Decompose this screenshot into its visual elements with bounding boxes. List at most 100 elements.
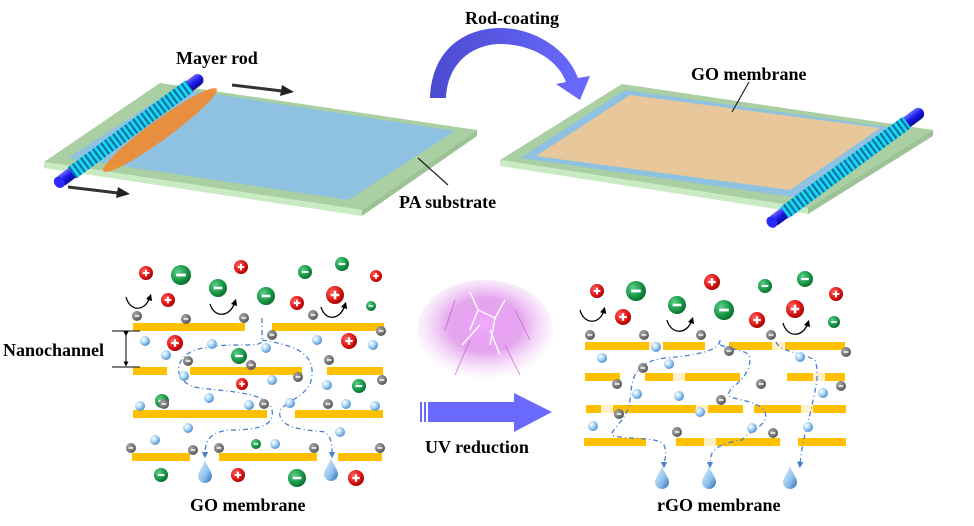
- water-molecule-icon: [795, 352, 805, 362]
- fixed-charge-icon: [132, 311, 142, 321]
- fixed-charge-icon: [696, 330, 706, 340]
- go-rejection-arrows: [125, 293, 348, 318]
- substrate-plate-right-side: [808, 130, 933, 214]
- nanosheet: [272, 323, 384, 331]
- sheet-defect: [601, 405, 613, 413]
- fixed-charge-icon: [188, 445, 198, 455]
- go-membrane-top-label: GO membrane: [691, 64, 807, 84]
- nanosheet: [754, 405, 846, 413]
- nanosheet: [585, 342, 649, 350]
- water-molecule-icon: [803, 422, 813, 432]
- cation-icon: [749, 312, 765, 328]
- water-molecule-icon: [150, 435, 160, 445]
- motion-arrow-top: [231, 83, 294, 96]
- anion-icon: [257, 287, 275, 305]
- fixed-charge-icon: [309, 443, 319, 453]
- water-molecule-icon: [183, 423, 193, 433]
- water-molecule-icon: [368, 340, 378, 350]
- nanosheet: [585, 373, 620, 381]
- cation-icon: [341, 333, 357, 349]
- fixed-charge-icon: [716, 395, 726, 405]
- fixed-charge-icon: [183, 356, 193, 366]
- fixed-charge-icon: [376, 326, 386, 336]
- rgo-rejection-arrows: [579, 306, 811, 335]
- nanosheet: [295, 410, 383, 418]
- cation-icon: [370, 270, 382, 282]
- rgo-membrane-label: rGO membrane: [657, 495, 781, 515]
- anion-icon: [298, 265, 312, 279]
- fixed-charge-icon: [126, 443, 136, 453]
- water-droplet-icon: [702, 466, 716, 489]
- cation-icon: [290, 296, 304, 310]
- cation-icon: [615, 309, 631, 325]
- fixed-charge-icon: [756, 379, 766, 389]
- rgo-flow-paths: [611, 339, 818, 469]
- fixed-charge-icon: [836, 381, 846, 391]
- nanosheet: [586, 405, 654, 413]
- water-molecule-icon: [140, 336, 150, 346]
- water-molecule-icon: [285, 398, 295, 408]
- anion-icon: [797, 271, 813, 287]
- uv-reduction-label: UV reduction: [425, 437, 529, 457]
- water-molecule-icon: [161, 350, 171, 360]
- anion-icon: [626, 281, 646, 301]
- water-molecule-icon: [270, 439, 280, 449]
- fixed-charge-icon: [841, 347, 851, 357]
- cation-icon: [348, 470, 364, 486]
- go-membrane-panel: [500, 81, 933, 228]
- fixed-charge-icon: [766, 330, 776, 340]
- fixed-charge-icon: [246, 360, 256, 370]
- go-membrane-pointer: [731, 81, 750, 113]
- water-droplet-icon: [783, 466, 797, 489]
- nanosheet: [190, 367, 302, 375]
- water-molecule-icon: [818, 388, 828, 398]
- fixed-charge-icon: [585, 330, 595, 340]
- water-molecule-icon: [588, 421, 598, 431]
- substrate-plate-side: [362, 130, 477, 216]
- sheet-defect: [813, 373, 825, 381]
- mayer-rod-label: Mayer rod: [176, 48, 258, 68]
- water-molecule-icon: [207, 339, 217, 349]
- water-droplet-icon: [324, 458, 338, 481]
- water-molecule-icon: [267, 375, 277, 385]
- nanosheet: [133, 323, 245, 331]
- pa-substrate-label: PA substrate: [399, 192, 497, 212]
- anion-icon: [231, 348, 247, 364]
- fixed-charge-icon: [159, 399, 169, 409]
- fixed-charge-icon: [672, 427, 682, 437]
- water-molecule-icon: [135, 401, 145, 411]
- anion-icon: [251, 439, 261, 449]
- rod-coating-arrow: [430, 28, 590, 100]
- sheet-defect: [704, 438, 716, 446]
- mayer-rod: [53, 74, 204, 189]
- anion-icon: [209, 279, 227, 297]
- fixed-charge-icon: [724, 346, 734, 356]
- water-droplet-icon: [198, 460, 212, 483]
- fixed-charge-icon: [239, 313, 249, 323]
- water-molecule-icon: [335, 427, 345, 437]
- fixed-charge-icon: [639, 330, 649, 340]
- water-molecule-icon: [312, 335, 322, 345]
- pa-substrate-pointer: [417, 157, 449, 186]
- water-molecule-icon: [261, 343, 271, 353]
- anion-icon: [668, 296, 686, 314]
- nanosheet: [132, 453, 190, 461]
- water-molecule-icon: [322, 380, 332, 390]
- nanosheet: [645, 373, 740, 381]
- fixed-charge-icon: [377, 375, 387, 385]
- motion-arrow-bottom: [67, 185, 130, 198]
- substrate-plate-right-edge: [500, 160, 808, 214]
- fixed-charge-icon: [324, 355, 334, 365]
- cation-icon: [829, 287, 843, 301]
- water-molecule-icon: [244, 400, 254, 410]
- cation-icon: [161, 293, 175, 307]
- fixed-charge-icon: [293, 372, 303, 382]
- nanosheet: [663, 342, 705, 350]
- fixed-charge-icon: [375, 443, 385, 453]
- pa-substrate-panel: [44, 74, 477, 216]
- rod-coating-label: Rod-coating: [465, 8, 559, 28]
- fixed-charge-icon: [259, 399, 269, 409]
- fixed-charge-icon: [614, 409, 624, 419]
- water-molecule-icon: [695, 407, 705, 417]
